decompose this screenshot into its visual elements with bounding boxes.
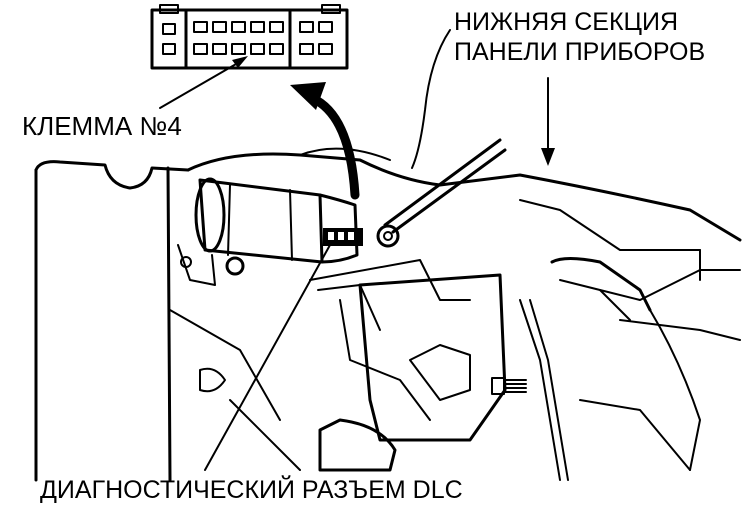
threaded-bolt <box>491 377 527 395</box>
connector-pinout-inset <box>150 4 349 70</box>
dlc-connector <box>323 228 363 246</box>
terminal-leader <box>159 56 248 109</box>
dlc-label: ДИАГНОСТИЧЕСКИЙ РАЗЪЕМ DLC <box>40 476 463 504</box>
dashboard-lower-panel <box>34 138 742 482</box>
instrument-panel-label-line1: НИЖНЯЯ СЕКЦИЯ <box>454 8 679 36</box>
terminal-label: КЛЕММА №4 <box>22 111 182 141</box>
panel-leader <box>541 77 555 166</box>
curved-arrow <box>290 82 360 200</box>
dlc-leader <box>204 244 331 471</box>
instrument-panel-label-line2: ПАНЕЛИ ПРИБОРОВ <box>454 38 706 66</box>
upper-label-leader <box>411 29 451 169</box>
